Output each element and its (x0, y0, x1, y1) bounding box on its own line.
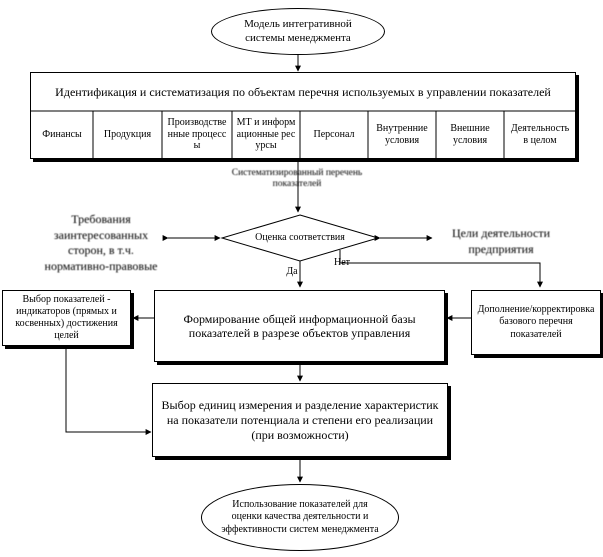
column-products: Продукция (103, 128, 152, 140)
indicator-selection-box: Выбор показателей - индикаторов (прямых … (2, 290, 131, 346)
start-node-text: Модель интегративной системы менеджмента (244, 18, 352, 44)
enterprise-goals-label: Цели деятельности предприятия (451, 226, 551, 256)
column-finance: Финансы (42, 128, 82, 140)
list-correction-box: Дополнение/корректировка базового перечн… (471, 290, 601, 355)
identification-box: Идентификация и систематизация по объект… (30, 72, 576, 159)
end-node: Использование показателей для оценки кач… (201, 484, 399, 551)
indicator-selection-text: Выбор показателей - индикаторов (прямых … (15, 294, 118, 341)
info-base-box: Формирование общей информационной базы п… (154, 290, 445, 362)
branch-no-label: Нет (333, 257, 351, 268)
list-correction-text: Дополнение/корректировка базового перечн… (477, 303, 595, 340)
column-internal-conditions: Внутренние условия (376, 123, 428, 146)
decision-label: Оценка соответствия (255, 232, 345, 243)
systematized-list-label: Систематизированный перечень показателей (231, 168, 363, 189)
column-activity-overall: Деятельность в целом (510, 123, 570, 146)
column-external-conditions: Внешние условия (450, 123, 490, 146)
end-node-text: Использование показателей для оценки кач… (221, 498, 379, 535)
identification-title: Идентификация и систематизация по объект… (55, 85, 551, 99)
column-personnel: Персонал (313, 128, 355, 140)
start-node: Модель интегративной системы менеджмента (211, 8, 385, 55)
measurement-units-text: Выбор единиц измерения и разделение хара… (161, 397, 439, 442)
column-mt-info-resources: МТ и информационные ресурсы (236, 117, 296, 152)
info-base-text: Формирование общей информационной базы п… (183, 311, 416, 340)
branch-yes-label: Да (286, 266, 298, 277)
stakeholder-requirements-label: Требования заинтересованных сторон, в т.… (44, 212, 158, 273)
arrow-left-to-bottom (65, 346, 152, 435)
measurement-units-box: Выбор единиц измерения и разделение хара… (152, 383, 448, 457)
column-production-processes: Производственные процессы (167, 117, 227, 152)
arrow-no-branch (339, 250, 543, 288)
